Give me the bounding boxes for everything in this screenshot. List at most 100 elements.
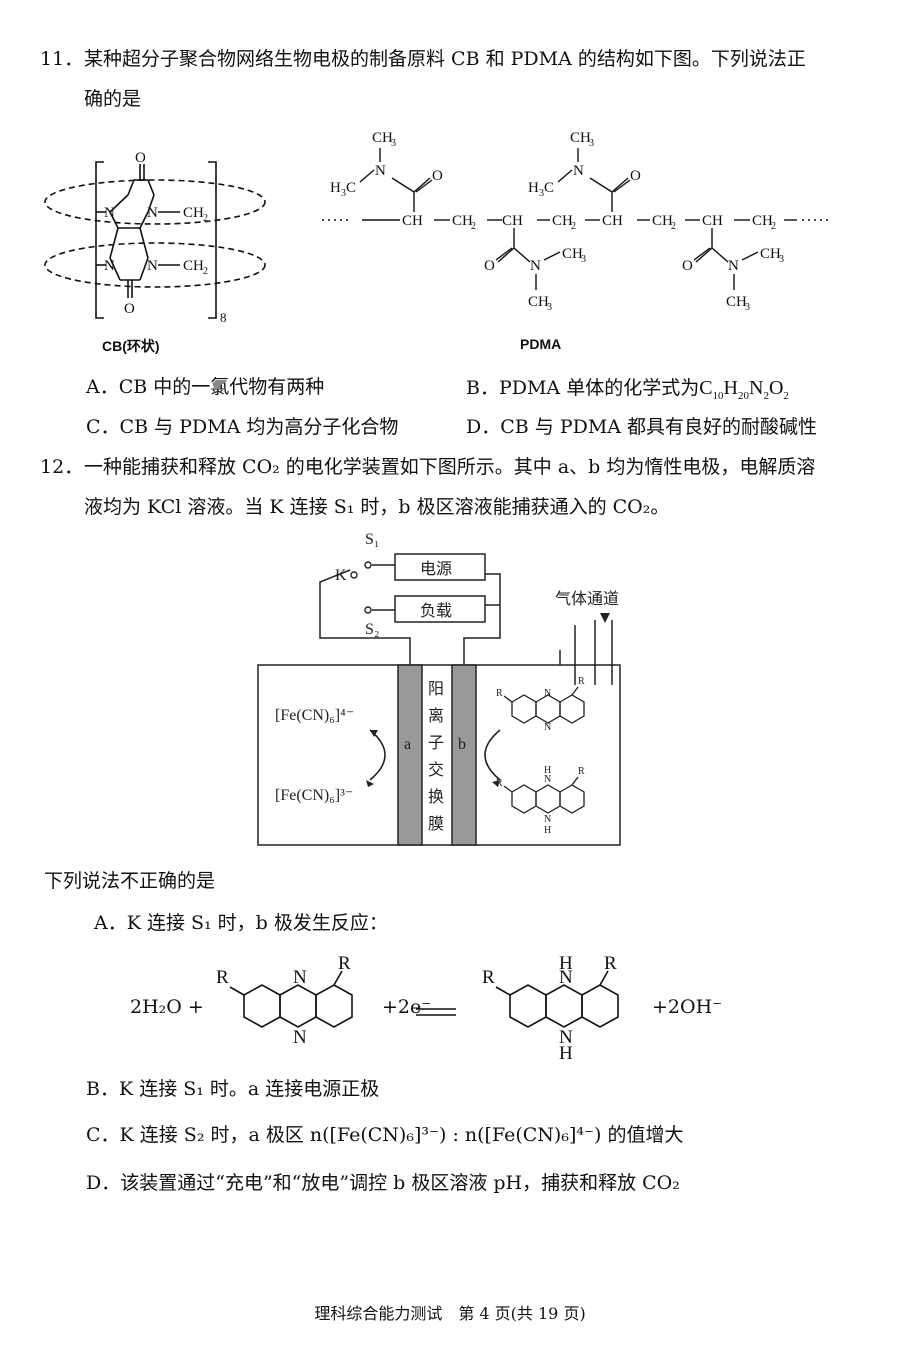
n-label-low-top: N — [544, 774, 551, 785]
q11-option-a: A．CB 中的一氯代物有两种 — [86, 376, 325, 398]
k-label: K — [335, 567, 347, 584]
svg-text:3: 3 — [341, 188, 346, 199]
eq-r3: R — [482, 967, 495, 988]
electrochemical-device-figure: R R N N R R N N H H S₁ K S₂ a b [Fe(CN)₆… — [257, 531, 621, 846]
svg-text:3: 3 — [547, 302, 552, 313]
r-label-low: R — [496, 778, 503, 789]
eq-right: +2OH⁻ — [652, 996, 723, 1018]
svg-text:O: O — [630, 168, 641, 184]
svg-text:3: 3 — [779, 254, 784, 265]
cb-caption: CB(环状) — [102, 338, 160, 354]
svg-text:O: O — [484, 258, 495, 274]
cb-o-top: O — [135, 150, 146, 166]
electrode-a-label: a — [404, 736, 411, 753]
s2-label: S₂ — [365, 621, 379, 638]
electrode-b-label: b — [458, 736, 466, 753]
eq-r1: R — [216, 967, 229, 988]
cb-subscript: 8 — [220, 310, 227, 325]
cb-n1: N — [104, 205, 115, 221]
svg-text:N: N — [573, 163, 584, 179]
svg-text:3: 3 — [589, 138, 594, 149]
svg-text:CH: CH — [652, 213, 673, 229]
cb-o-bottom: O — [124, 301, 135, 317]
q11-stem-line2: 确的是 — [84, 88, 142, 110]
svg-text:CH: CH — [726, 294, 747, 310]
equation-structures: R R N N R R N N H H — [216, 955, 619, 1064]
svg-text:CH: CH — [552, 213, 573, 229]
n-label-low-bottom: N — [544, 814, 551, 825]
q11-option-b-prefix: B．PDMA 单体的化学式为 — [466, 377, 700, 399]
cb-n3: N — [104, 258, 115, 274]
svg-text:C: C — [346, 180, 356, 196]
svg-text:H: H — [528, 180, 539, 196]
q12-option-a: A．K 连接 S₁ 时，b 极发生反应： — [94, 912, 388, 934]
n-label-top: N — [544, 688, 551, 699]
svg-text:2: 2 — [671, 221, 676, 232]
svg-text:CH: CH — [702, 213, 723, 229]
cb-ch2-bottom: CH — [183, 258, 204, 274]
n-label-bottom: N — [544, 722, 551, 733]
power-source-label: 电源 — [420, 560, 452, 578]
pdma-caption: PDMA — [520, 336, 562, 352]
svg-text:2: 2 — [203, 213, 208, 224]
svg-text:CH: CH — [752, 213, 773, 229]
q12-option-d: D．该装置通过“充电”和“放电”调控 b 极区溶液 pH，捕获和释放 CO₂ — [86, 1172, 680, 1194]
q12-option-c: C．K 连接 S₂ 时，a 极区 n([Fe(CN)₆]³⁻) : n([Fe(… — [86, 1124, 684, 1146]
svg-text:N: N — [530, 258, 541, 274]
eq-n2: N — [293, 1027, 307, 1048]
svg-text:3: 3 — [391, 138, 396, 149]
svg-text:2: 2 — [571, 221, 576, 232]
svg-text:3: 3 — [745, 302, 750, 313]
q12-option-b: B．K 连接 S₁ 时。a 连接电源正极 — [86, 1078, 380, 1100]
eq-n1: N — [293, 967, 307, 988]
q11-option-c: C．CB 与 PDMA 均为高分子化合物 — [86, 416, 399, 438]
r-label-low2: R — [578, 766, 585, 777]
svg-text:2: 2 — [203, 266, 208, 277]
svg-text:CH: CH — [402, 213, 423, 229]
svg-text:CH: CH — [562, 246, 583, 262]
h-label-low-top: H — [544, 765, 551, 776]
q12-stem-line2: 液均为 KCl 溶液。当 K 连接 S₁ 时，b 极区溶液能捕获通入的 CO₂。 — [84, 496, 670, 518]
fe3-label: [Fe(CN)₆]³⁻ — [275, 787, 353, 804]
q11-option-d: D．CB 与 PDMA 都具有良好的耐酸碱性 — [466, 416, 818, 438]
svg-text:CH: CH — [452, 213, 473, 229]
q12-number: 12． — [40, 456, 84, 478]
cb-n4: N — [147, 258, 158, 274]
svg-text:CH: CH — [760, 246, 781, 262]
membrane-label: 阳离子 交换膜 — [428, 680, 448, 833]
load-label: 负载 — [420, 602, 452, 620]
eq-left: 2H₂O + — [130, 996, 204, 1018]
page-footer: 理科综合能力测试 第 4 页(共 19 页) — [314, 1304, 586, 1323]
cb-ch2-top: CH — [183, 205, 204, 221]
svg-text:CH: CH — [528, 294, 549, 310]
svg-text:CH: CH — [570, 130, 591, 146]
svg-text:N: N — [375, 163, 386, 179]
q11-stem-line1: 某种超分子聚合物网络生物电极的制备原料 CB 和 PDMA 的结构如下图。下列说… — [84, 48, 806, 70]
q11-option-b: B．PDMA 单体的化学式为C10H20N2O2 — [466, 376, 789, 403]
fe4-label: [Fe(CN)₆]⁴⁻ — [275, 707, 354, 724]
h-label-low-bottom: H — [544, 825, 551, 836]
eq-n3: N — [559, 967, 573, 988]
eq-r4: R — [604, 955, 617, 974]
s1-label: S₁ — [365, 531, 379, 548]
svg-text:CH: CH — [502, 213, 523, 229]
cb-structure-figure: O N N CH 2 N N CH 2 O 8 — [44, 150, 266, 325]
svg-text:3: 3 — [581, 254, 586, 265]
q11-option-b-formula: C10H20N2O2 — [699, 377, 789, 402]
svg-text:H: H — [330, 180, 341, 196]
svg-text:O: O — [432, 168, 443, 184]
svg-text:C: C — [544, 180, 554, 196]
svg-text:CH: CH — [372, 130, 393, 146]
q11-number: 11． — [40, 48, 84, 70]
eq-h2: H — [559, 1043, 573, 1064]
eq-h1: H — [559, 955, 573, 974]
q12-stem-line1: 一种能捕获和释放 CO₂ 的电化学装置如下图所示。其中 a、b 均为惰性电极，电… — [84, 456, 816, 478]
svg-text:3: 3 — [539, 188, 544, 199]
svg-text:2: 2 — [471, 221, 476, 232]
gas-channel-label: 气体通道 — [555, 590, 619, 608]
r-label-top2: R — [578, 676, 585, 687]
svg-text:N: N — [728, 258, 739, 274]
svg-text:O: O — [682, 258, 693, 274]
eq-n4: N — [559, 1027, 573, 1048]
